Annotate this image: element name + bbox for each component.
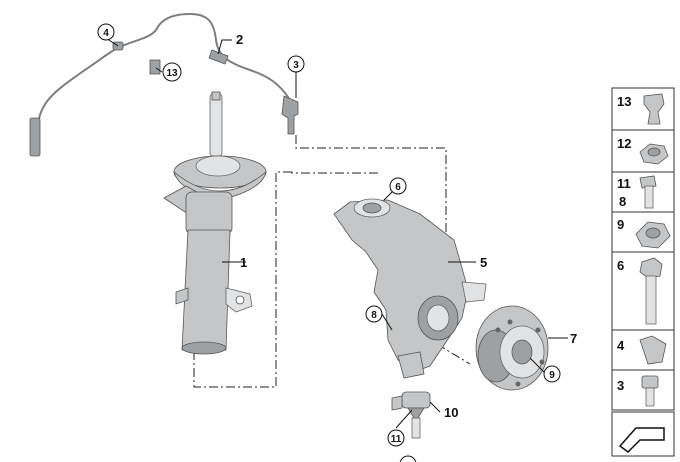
panel-item-13[interactable]: 13 [611, 87, 675, 131]
svg-text:2: 2 [236, 32, 243, 47]
svg-text:3: 3 [617, 378, 624, 393]
wire-grommet-2 [208, 49, 229, 65]
callout-11: 11 [387, 429, 405, 447]
svg-text:11: 11 [617, 176, 631, 191]
svg-text:1: 1 [240, 255, 247, 270]
svg-text:3: 3 [293, 60, 299, 71]
wheel-hub [475, 305, 549, 391]
callout-3: 3 [287, 55, 305, 73]
svg-text:13: 13 [166, 68, 178, 79]
ball-joint [391, 391, 431, 439]
hex-nut-icon [639, 143, 669, 165]
socket-screw-icon [641, 375, 659, 407]
svg-text:8: 8 [371, 310, 377, 321]
svg-text:6: 6 [617, 258, 624, 273]
svg-text:11: 11 [391, 434, 402, 445]
panel-footer[interactable] [611, 411, 675, 457]
callout-6: 6 [389, 177, 407, 195]
svg-text:9: 9 [617, 217, 624, 232]
svg-text:5: 5 [480, 255, 487, 270]
svg-text:8: 8 [619, 194, 626, 209]
svg-text:10: 10 [444, 405, 458, 420]
sensor-wire [29, 12, 299, 157]
callout-13: 13 [162, 62, 182, 82]
callout-7: 7 [570, 331, 577, 346]
panel-item-6[interactable]: 6 [611, 251, 675, 331]
panel-item-12[interactable]: 12 [611, 129, 675, 173]
svg-text:6: 6 [395, 182, 401, 193]
panel-item-3[interactable]: 3 [611, 369, 675, 411]
sensor-plug [29, 117, 41, 157]
callout-5: 5 [480, 255, 487, 270]
svg-text:9: 9 [549, 370, 555, 381]
clip-icon [643, 93, 665, 125]
flange-bolt-icon [639, 175, 657, 209]
callout-4: 4 [97, 23, 115, 41]
long-bolt-icon [639, 257, 663, 325]
svg-text:7: 7 [570, 331, 577, 346]
leader-lines [105, 37, 568, 429]
speed-sensor-3 [281, 95, 299, 135]
wire-clip-13 [149, 59, 161, 75]
callout-1: 1 [240, 255, 247, 270]
svg-text:4: 4 [617, 338, 625, 353]
svg-text:13: 13 [617, 94, 631, 109]
svg-text:12: 12 [617, 136, 631, 151]
callout-8: 8 [365, 305, 383, 323]
strut-assembly [163, 91, 267, 355]
bracket-icon [639, 335, 667, 365]
callout-9: 9 [543, 365, 561, 383]
callout-10: 10 [444, 405, 458, 420]
collar-nut-icon [635, 221, 671, 249]
arrow-icon [618, 427, 665, 453]
svg-text:4: 4 [103, 28, 109, 39]
callout-2: 2 [236, 32, 243, 47]
callout-12-partial [399, 455, 417, 462]
panel-item-9[interactable]: 9 [611, 211, 675, 253]
side-panel: 13 12 11 8 9 [611, 87, 675, 457]
steering-knuckle [333, 198, 487, 379]
panel-item-4[interactable]: 4 [611, 329, 675, 371]
panel-item-11-8[interactable]: 11 8 [611, 171, 675, 213]
